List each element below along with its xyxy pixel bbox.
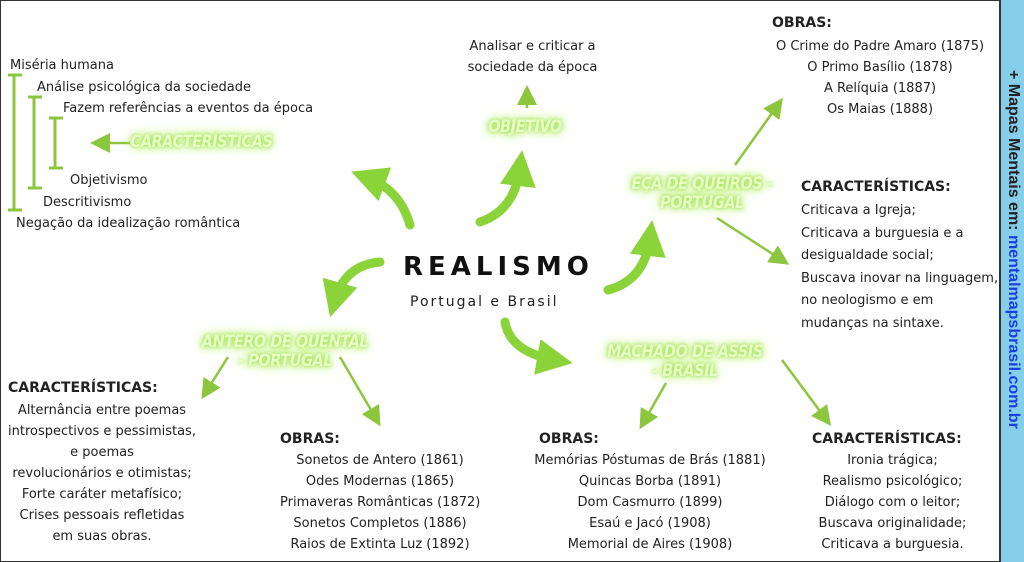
carac-item: em suas obras. (52, 529, 152, 544)
obra-item: Os Maias (1888) (826, 102, 934, 117)
carac-item: Negação da idealização romântica (16, 216, 241, 231)
heading: OBRAS (772, 15, 827, 31)
obra-item: Primaveras Românticas (1872) (280, 495, 481, 510)
node-line: ANTERO DE QUENTAL (201, 332, 369, 352)
sidebar-text: + Mapas Mentais em: mentalmapsbrasil.com… (1004, 70, 1022, 429)
carac-item: e poemas (70, 445, 134, 460)
antero-obras-list: Sonetos de Antero (1861) Odes Modernas (1… (280, 450, 480, 555)
carac-item: Criticava a burguesia e a (801, 225, 964, 241)
node-line: EÇA DE QUEIRÓS - (631, 174, 773, 194)
obra-item: Memorial de Aires (1908) (567, 537, 733, 552)
obra-item: Sonetos de Antero (1861) (296, 453, 464, 468)
obra-item: Esaú e Jacó (1908) (589, 516, 711, 531)
carac-item: revolucionários e otimistas; (12, 466, 192, 481)
obra-item: Dom Casmurro (1899) (577, 495, 723, 510)
node-line: - BRASIL (652, 361, 718, 381)
antero-carac-list: Alternância entre poemas introspectivos e… (0, 400, 204, 547)
arrow-to-machado-carac (780, 359, 831, 427)
carac-item: Criticava a Igreja; (801, 203, 916, 218)
node-line: PORTUGAL (660, 193, 744, 213)
obra-item: O Primo Basílio (1878) (807, 60, 953, 75)
carac-item: Ironia trágica; (847, 453, 938, 468)
carac-item: no neologismo e em (801, 293, 934, 308)
carac-item: Criticava a burguesia. (821, 537, 964, 552)
heading: CARACTERÍSTICAS (812, 431, 957, 447)
carac-item: Descritivismo (43, 195, 132, 210)
antero-obras-title: OBRAS: (280, 431, 340, 447)
machado-obras-list: Memórias Póstumas de Brás (1881) Quincas … (530, 450, 770, 555)
curved-arrow-machado (500, 317, 573, 375)
carac-item: Buscava originalidade; (818, 516, 967, 531)
curved-arrow-eca (603, 220, 666, 295)
center-subtitle: Portugal e Brasil (410, 294, 559, 310)
carac-item: Alternância entre poemas (17, 403, 187, 418)
carac-item: Análise psicológica da sociedade (37, 80, 251, 95)
carac-item: Crises pessoais refletidas (19, 508, 185, 523)
obra-item: A Relíquia (1887) (823, 81, 937, 96)
arrow-to-eca-obras (733, 97, 783, 166)
obra-item: Raios de Extinta Luz (1892) (290, 537, 470, 552)
center-title: REALISMO (403, 252, 594, 282)
obra-item: Odes Modernas (1865) (305, 474, 455, 489)
arrow-to-antero-carac (201, 356, 230, 400)
obra-item: Memórias Póstumas de Brás (1881) (534, 453, 766, 468)
carac-item: mudanças na sintaxe. (801, 315, 944, 331)
carac-item: Objetivismo (70, 173, 148, 188)
obra-item: O Crime do Padre Amaro (1875) (775, 39, 985, 54)
machado-obras-title: OBRAS: (539, 431, 599, 447)
carac-item: Miséria humana (10, 58, 114, 73)
carac-item: Diálogo com o leitor; (824, 495, 961, 510)
heading: OBRAS (280, 431, 335, 447)
arrow-to-eca-carac (716, 216, 790, 265)
curved-arrow-antero (322, 257, 385, 318)
carac-item: Realismo psicológico; (822, 474, 963, 489)
heading: CARACTERÍSTICAS (801, 179, 946, 195)
carac-item: Forte caráter metafísico; (21, 487, 183, 502)
node-caracteristicas: CARACTERÍSTICAS (130, 132, 273, 152)
eca-carac-list: Criticava a Igreja; Criticava a burguesia… (801, 200, 998, 335)
machado-carac-title: CARACTERÍSTICAS: (812, 431, 962, 447)
curved-arrow-objetivo (475, 150, 536, 227)
heading: CARACTERÍSTICAS (8, 380, 153, 396)
heading: OBRAS (539, 431, 594, 447)
node-antero-de-quental: ANTERO DE QUENTAL- PORTUGAL (196, 333, 375, 371)
bracket-lines (8, 73, 63, 212)
arrow-to-antero-obras (338, 356, 381, 427)
carac-item: introspectivos e pessimistas, (8, 424, 196, 439)
curved-arrow-caracteristicas (351, 167, 415, 230)
machado-carac-list: Ironia trágica; Realismo psicológico; Diál… (800, 450, 985, 555)
carac-item: desigualdade social; (801, 248, 934, 263)
carac-item: Fazem referências a eventos da época (63, 101, 314, 116)
node-line: - PORTUGAL (238, 351, 332, 371)
objetivo-line: sociedade da época (467, 60, 598, 75)
node-line: MACHADO DE ASSIS (607, 342, 763, 362)
obra-item: Quincas Borba (1891) (578, 474, 722, 489)
website-link[interactable]: mentalmapsbrasil.com.br (1005, 234, 1022, 429)
eca-obras-title: OBRAS: (772, 15, 832, 31)
arrow-to-machado-obras (639, 382, 668, 430)
sidebar-prefix: + Mapas Mentais em: (1005, 70, 1022, 235)
node-eca-de-queiros: EÇA DE QUEIRÓS -PORTUGAL (626, 175, 779, 213)
node-machado-de-assis: MACHADO DE ASSIS- BRASIL (600, 343, 770, 381)
connectors (8, 73, 831, 430)
antero-carac-title: CARACTERÍSTICAS: (8, 380, 158, 396)
eca-carac-title: CARACTERÍSTICAS: (801, 179, 951, 195)
eca-obras-list: O Crime do Padre Amaro (1875) O Primo Bas… (770, 36, 990, 120)
carac-item: Buscava inovar na linguagem, (801, 270, 999, 286)
sidebar-banner: + Mapas Mentais em: mentalmapsbrasil.com… (1000, 0, 1024, 562)
obra-item: Sonetos Completos (1886) (293, 516, 467, 531)
node-objetivo: OBJETIVO (488, 117, 562, 137)
objetivo-line: Analisar e criticar a (469, 39, 596, 54)
objetivo-text: Analisar e criticar a sociedade da época (455, 36, 610, 78)
